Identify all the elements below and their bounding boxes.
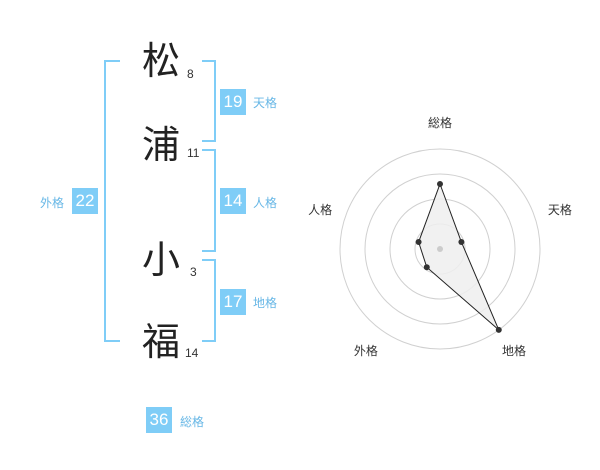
chikaku-bracket [202,259,216,342]
radar-point-3 [495,326,502,333]
radar-point-4 [423,264,430,271]
radar-axis-label-4: 外格 [354,343,378,358]
jinkaku-label: 人格 [253,196,278,210]
jinkaku-score: 14 [220,188,246,214]
soukaku-label: 総格 [180,415,205,429]
stroke-count-3: 3 [190,265,197,279]
tenkaku-bracket [202,60,216,142]
radar-point-2 [458,239,465,246]
chikaku-label: 地格 [253,296,278,310]
radar-ring-3 [364,173,516,325]
radar-axis-label-1: 総格 [428,115,452,130]
radar-axis-label-3: 地格 [502,343,526,358]
stroke-count-2: 11 [187,146,200,160]
radar-axis-label-2: 天格 [548,202,572,217]
name-char-4: 福 [142,320,181,364]
chikaku-score: 17 [220,289,246,315]
tenkaku-score: 19 [220,89,246,115]
name-char-2: 浦 [142,123,181,167]
gaikaku-label: 外格 [40,196,65,210]
gaikaku-score: 22 [72,188,98,214]
jinkaku-bracket [202,149,216,252]
radar-area [418,182,500,331]
tenkaku-label: 天格 [253,96,278,110]
stroke-count-1: 8 [187,67,194,81]
radar-points [415,181,502,333]
soukaku-score: 36 [146,407,172,433]
radar-point-5 [415,239,422,246]
name-char-1: 松 [142,39,181,83]
radar-point-1 [437,181,443,187]
radar-center-dot [437,246,443,252]
outer-bracket [104,60,120,342]
name-char-3: 小 [142,238,181,282]
radar-axis-label-5: 人格 [308,202,332,217]
stroke-count-4: 14 [185,346,199,360]
radar-ring-4 [339,148,541,350]
